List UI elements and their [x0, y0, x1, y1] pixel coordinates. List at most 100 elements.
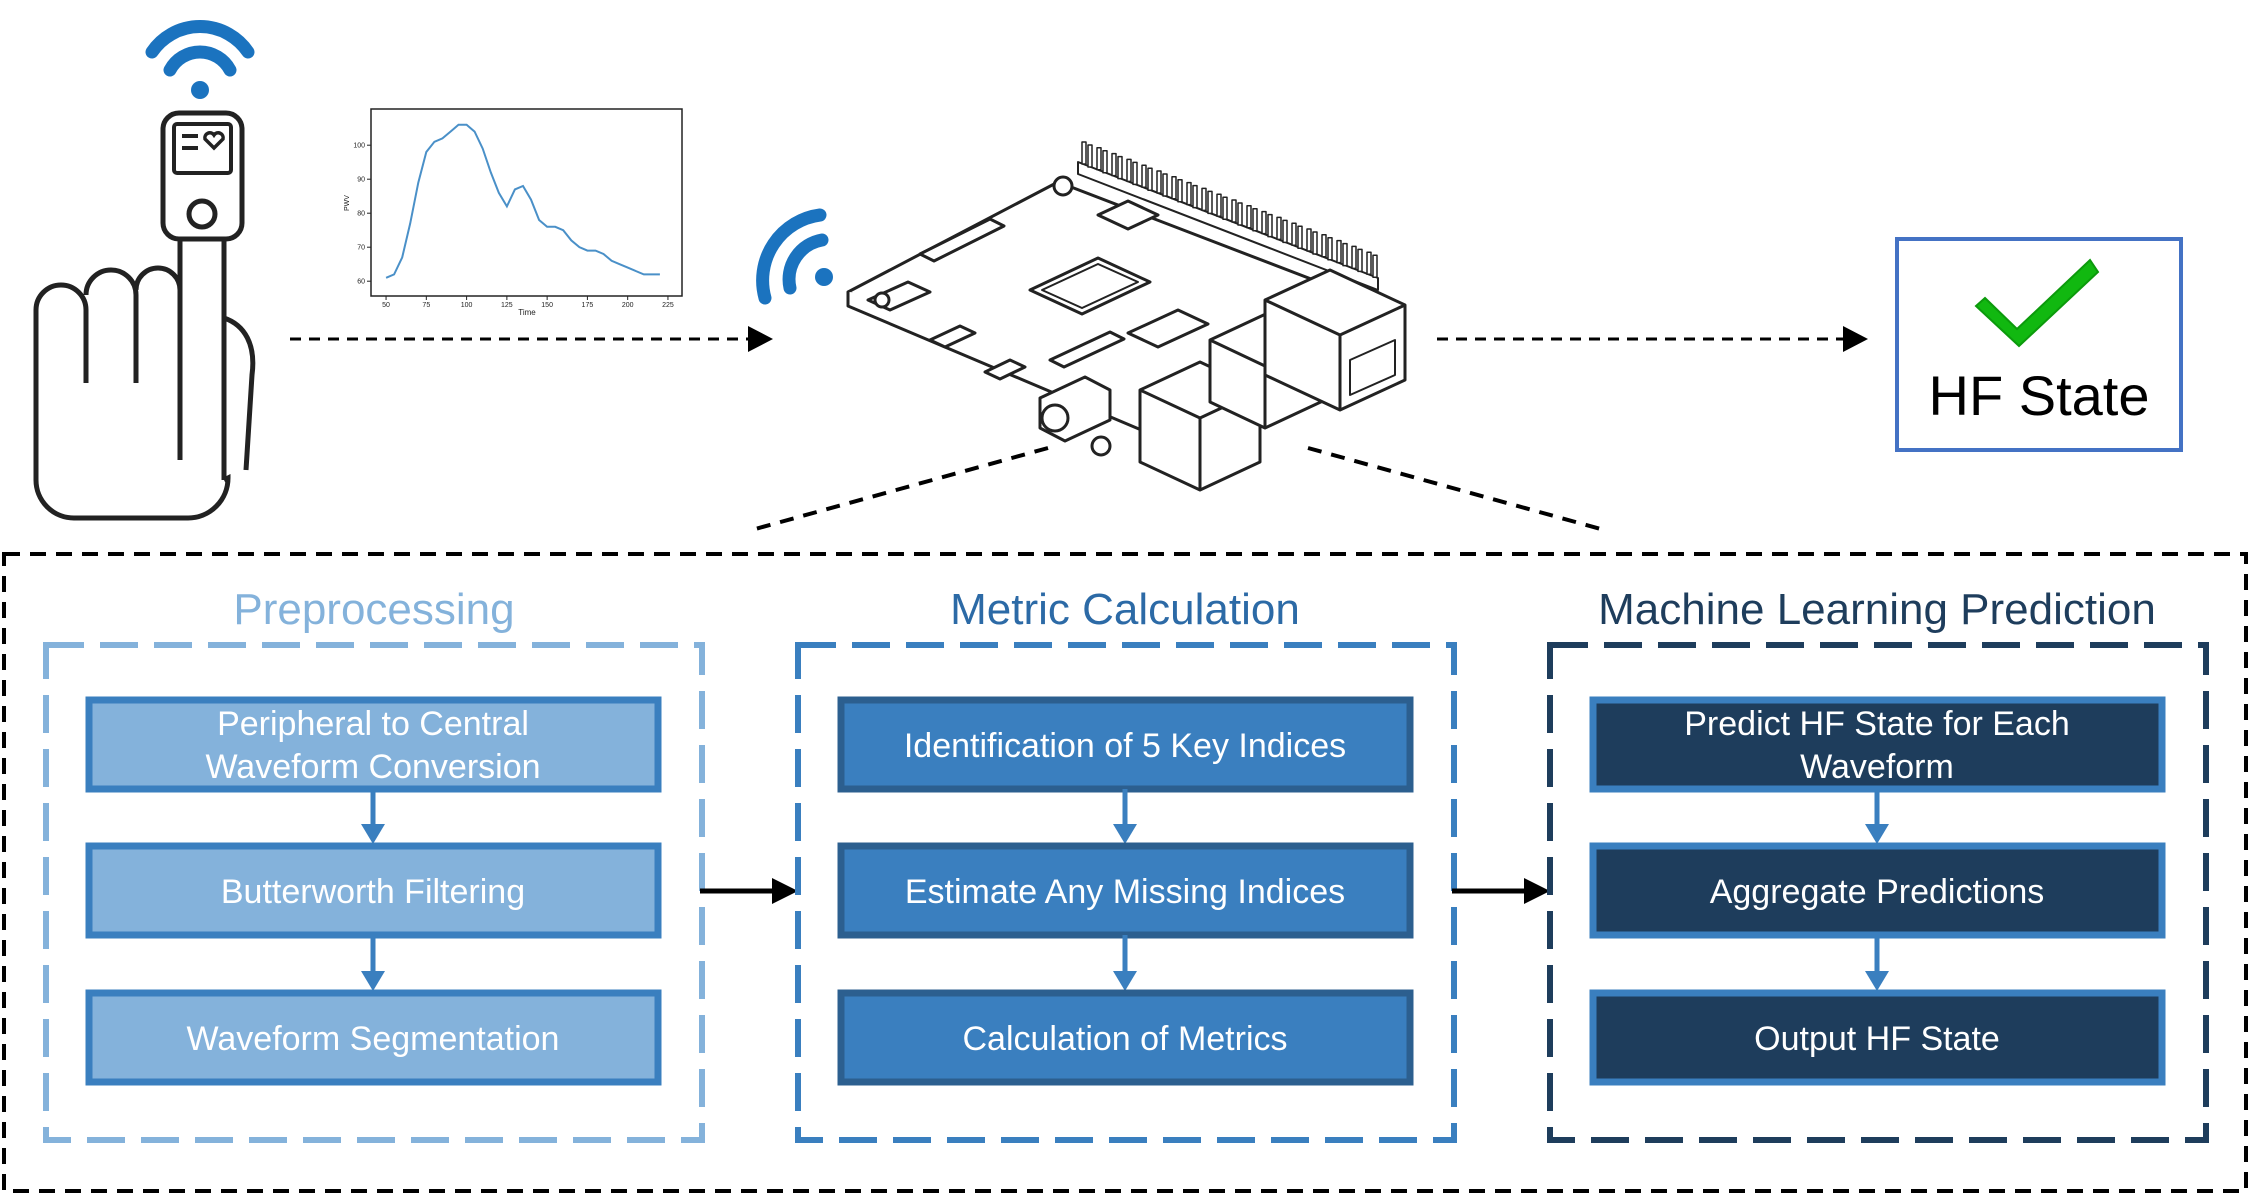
- step-label-line1: Peripheral to Central: [217, 705, 529, 743]
- chart-x-tick-label: 100: [461, 302, 473, 309]
- chart-y-tick-label: 100: [353, 143, 365, 150]
- gpio-pin: [1192, 184, 1198, 209]
- gpio-pin: [1222, 196, 1228, 220]
- gpio-pin: [1252, 208, 1258, 232]
- zoom-line-right: [1307, 446, 1609, 533]
- gpio-pin: [1216, 193, 1222, 217]
- arrow-head: [1524, 878, 1550, 904]
- gpio-pin: [1237, 202, 1243, 226]
- gpio-pin: [1297, 225, 1303, 249]
- step-label: Aggregate Predictions: [1710, 873, 2045, 911]
- step-label: Output HF State: [1754, 1020, 2000, 1058]
- gpio-pin: [1081, 141, 1087, 165]
- connector-arrowhead: [1113, 971, 1137, 991]
- gpio-pin: [1096, 147, 1102, 171]
- step-label-line2: Waveform: [1800, 748, 1954, 786]
- chart-x-tick-label: 200: [622, 302, 634, 309]
- step-label: Waveform Segmentation: [187, 1020, 560, 1058]
- gpio-pin: [1321, 234, 1327, 258]
- output-label: HF State: [1929, 364, 2150, 427]
- gpio-pin: [1177, 179, 1183, 203]
- section-frame-ml: [1547, 642, 2209, 1143]
- gpio-pin: [1357, 248, 1363, 273]
- gpio-pin: [1366, 251, 1372, 275]
- gpio-pin: [1147, 167, 1153, 191]
- section-title-preprocessing: Preprocessing: [233, 585, 514, 634]
- chart-y-axis-label: PWV: [344, 195, 351, 211]
- zoom-line-left: [747, 446, 1049, 533]
- chart-x-tick-label: 175: [582, 302, 594, 309]
- step-label-line2: Waveform Conversion: [205, 748, 540, 786]
- chart-x-tick-label: 225: [662, 302, 674, 309]
- gpio-pin: [1186, 181, 1192, 206]
- connector-arrowhead: [1113, 824, 1137, 844]
- gpio-pin: [1312, 231, 1318, 255]
- wifi-icon: [145, 20, 255, 99]
- gpio-pin: [1282, 219, 1288, 244]
- gpio-pin: [1201, 187, 1207, 212]
- chart-x-tick-label: 150: [541, 302, 553, 309]
- section-title-ml: Machine Learning Prediction: [1598, 585, 2156, 634]
- chart-x-axis-label: Time: [518, 308, 536, 317]
- chart-y-tick-label: 70: [357, 245, 365, 252]
- step-label: Estimate Any Missing Indices: [905, 873, 1345, 911]
- section-metric-calculation: Metric Calculation Identification of 5 K…: [795, 585, 1457, 1143]
- gpio-pin: [1087, 144, 1093, 168]
- wearable-hand-icon: [33, 20, 256, 521]
- section-frame-preprocessing: [43, 642, 705, 1143]
- step-label: Calculation of Metrics: [962, 1020, 1287, 1058]
- step-calculation-of-metrics: [837, 989, 1414, 1086]
- chart-x-tick-label: 125: [501, 302, 513, 309]
- arrow-head-board-to-output: [1843, 326, 1868, 352]
- gpio-pin: [1111, 152, 1117, 177]
- gpio-pin: [1132, 161, 1138, 186]
- board-wifi-icon: [756, 208, 833, 305]
- arrow-head: [772, 878, 798, 904]
- chart-x-tick-label: 50: [382, 302, 390, 309]
- chart-series-line: [385, 123, 660, 279]
- chart-frame: [370, 108, 683, 297]
- section-ml-prediction: Machine Learning Prediction Predict HF S…: [1547, 585, 2209, 1143]
- gpio-pin: [1327, 237, 1333, 261]
- checkmark-icon: [1974, 258, 2100, 348]
- output-hf-state-box: HF State: [1895, 237, 2183, 452]
- connector-arrowhead: [361, 971, 385, 991]
- chart-y-tick-label: 90: [357, 177, 365, 184]
- gpio-pin: [1261, 210, 1267, 235]
- gpio-pin: [1162, 173, 1168, 197]
- step-estimate-missing-indices: [837, 842, 1414, 939]
- gpio-pin: [1291, 222, 1297, 246]
- step-label: Identification of 5 Key Indices: [904, 727, 1346, 765]
- gpio-pin: [1126, 158, 1132, 183]
- gpio-pin: [1351, 245, 1357, 270]
- gpio-pin: [1306, 228, 1312, 252]
- step-waveform-segmentation: [85, 989, 662, 1086]
- chart-x-tick-label: 75: [422, 302, 430, 309]
- step-aggregate-predictions: [1589, 842, 2166, 939]
- step-label: Butterworth Filtering: [221, 873, 525, 911]
- chart-y-tick-label: 80: [357, 211, 365, 218]
- connector-arrowhead: [1865, 971, 1889, 991]
- connector-arrowhead: [361, 824, 385, 844]
- gpio-pin: [1141, 164, 1147, 188]
- section-preprocessing: Preprocessing Peripheral to Central Wave…: [43, 585, 705, 1143]
- gpio-pin: [1117, 155, 1123, 180]
- section-frame-metric: [795, 642, 1457, 1143]
- step-output-hf-state: [1589, 989, 2166, 1086]
- step-predict-hf-state: [1589, 696, 2166, 793]
- step-label-line1: Predict HF State for Each: [1684, 705, 2070, 743]
- gpio-pin: [1171, 176, 1177, 200]
- gpio-pin: [1372, 254, 1378, 278]
- gpio-pin: [1207, 190, 1213, 215]
- pipeline-container: [2, 552, 2248, 1193]
- gpio-pin: [1336, 239, 1342, 264]
- connector-arrowhead: [1865, 824, 1889, 844]
- gpio-pin: [1231, 199, 1237, 223]
- gpio-pin: [1246, 205, 1252, 229]
- microcomputer-board-icon: [846, 141, 1407, 492]
- gpio-pin: [1156, 170, 1162, 194]
- arrow-head-device-to-board: [748, 326, 773, 352]
- gpio-pin: [1267, 213, 1273, 238]
